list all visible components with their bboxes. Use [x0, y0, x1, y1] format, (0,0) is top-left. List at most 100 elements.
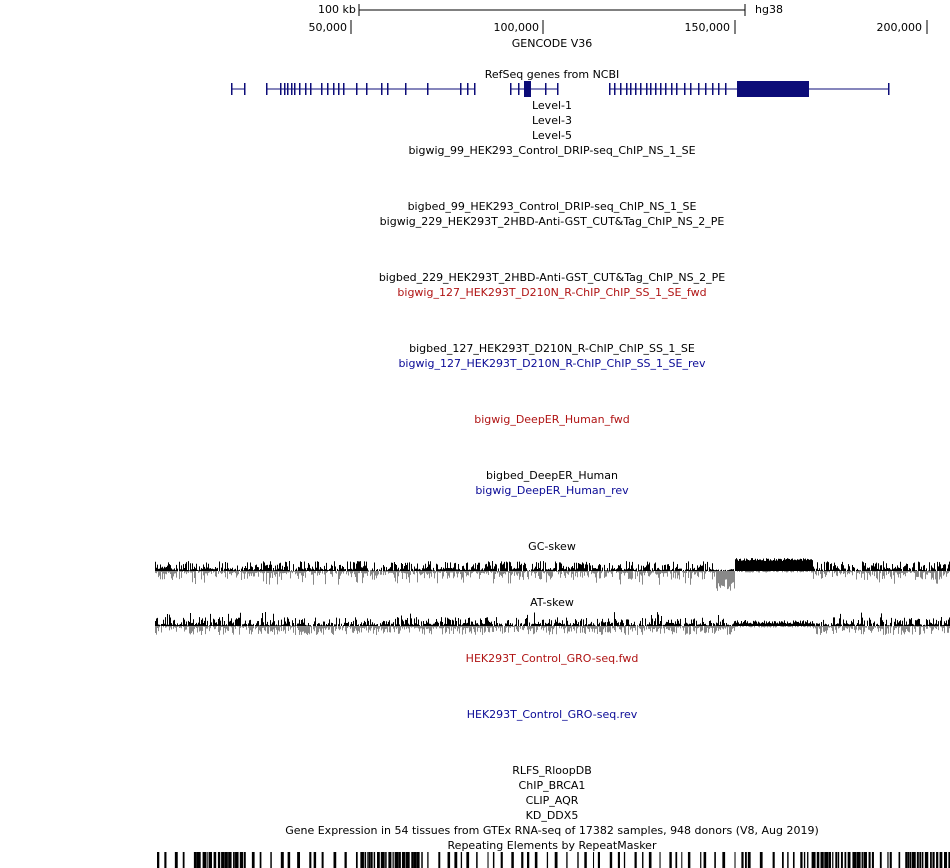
exon-mark — [614, 83, 616, 95]
track-label-gro-rev[interactable]: HEK293T_Control_GRO-seq.rev — [466, 708, 638, 721]
repeat-element — [207, 852, 209, 868]
repeat-element — [916, 852, 919, 868]
repeat-element — [554, 852, 558, 868]
track-label-gtex[interactable]: Gene Expression in 54 tissues from GTEx … — [285, 824, 819, 837]
repeat-element — [734, 852, 736, 868]
track-label-aqr[interactable]: CLIP_AQR — [525, 794, 579, 807]
exon-mark — [690, 83, 692, 95]
repeat-element — [287, 852, 291, 868]
repeat-element — [861, 852, 863, 868]
refseq-gene-track[interactable] — [0, 78, 950, 100]
ruler-coordinate: 100,000 — [493, 21, 540, 34]
exon-mark — [305, 83, 307, 95]
repeat-element — [368, 852, 370, 868]
repeat-element — [500, 852, 503, 868]
repeat-element — [297, 852, 301, 868]
exon-mark — [310, 83, 312, 95]
track-label-ddx5[interactable]: KD_DDX5 — [525, 809, 579, 822]
repeat-element — [782, 852, 784, 868]
repeat-element — [392, 852, 394, 868]
repeat-element — [871, 852, 874, 868]
track-label-at-skew[interactable]: AT-skew — [530, 596, 574, 609]
exon-mark — [333, 83, 335, 95]
repeat-element — [597, 852, 600, 868]
repeat-element — [911, 852, 916, 868]
repeat-element — [487, 852, 489, 868]
repeat-element — [868, 852, 871, 868]
exon-mark — [518, 83, 520, 95]
track-label-rchip-rev[interactable]: bigwig_127_HEK293T_D210N_R-ChIP_ChIP_SS_… — [398, 357, 706, 370]
repeat-element — [747, 852, 751, 868]
track-label-level-1[interactable]: Level-1 — [531, 99, 572, 112]
at-skew-signal[interactable] — [155, 609, 950, 645]
repeat-element — [847, 852, 851, 868]
track-label-brca1[interactable]: ChIP_BRCA1 — [518, 779, 586, 792]
repeat-element — [157, 852, 160, 868]
exon-mark — [280, 83, 282, 95]
track-label-refseq[interactable]: RefSeq genes from NCBI — [484, 68, 620, 81]
repeat-element — [700, 852, 702, 868]
exon-mark — [294, 83, 296, 95]
track-label-gencode[interactable]: GENCODE V36 — [511, 37, 593, 50]
repeat-element — [844, 852, 847, 868]
repeat-element — [413, 852, 417, 868]
track-label-drip-bigwig[interactable]: bigwig_99_HEK293_Control_DRIP-seq_ChIP_N… — [408, 144, 696, 157]
gc-skew-signal[interactable] — [155, 553, 950, 593]
track-label-deeper-fwd[interactable]: bigwig_DeepER_Human_fwd — [474, 413, 630, 426]
track-label-deeper-bigbed[interactable]: bigbed_DeepER_Human — [485, 469, 618, 482]
repeat-element — [213, 852, 217, 868]
repeat-element — [193, 852, 197, 868]
repeat-element — [367, 852, 369, 868]
repeat-element — [648, 852, 652, 868]
repeat-element — [447, 852, 451, 868]
repeat-element — [321, 852, 324, 868]
repeat-element — [405, 852, 410, 868]
repeat-element — [476, 852, 478, 868]
repeat-element — [217, 852, 221, 868]
track-label-gro-fwd[interactable]: HEK293T_Control_GRO-seq.fwd — [465, 652, 639, 665]
repeat-element — [466, 852, 470, 868]
track-label-rchip-bigbed[interactable]: bigbed_127_HEK293T_D210N_R-ChIP_ChIP_SS_… — [409, 342, 695, 355]
exon-mark — [460, 83, 462, 95]
track-label-level-3[interactable]: Level-3 — [531, 114, 572, 127]
repeatmasker-track[interactable] — [155, 852, 950, 868]
repeat-element — [394, 852, 399, 868]
exon-mark — [287, 83, 289, 95]
exon-mark — [635, 83, 637, 95]
repeat-element — [840, 852, 843, 868]
track-label-cuttag-bigbed[interactable]: bigbed_229_HEK293T_2HBD-Anti-GST_CUT&Tag… — [378, 271, 726, 284]
repeat-element — [243, 852, 246, 868]
track-label-gc-skew[interactable]: GC-skew — [528, 540, 576, 553]
repeat-element — [280, 852, 284, 868]
repeat-element — [313, 852, 317, 868]
repeat-element — [228, 852, 232, 868]
exon-mark — [266, 83, 268, 95]
repeat-element — [221, 852, 225, 868]
exon-mark — [626, 83, 628, 95]
repeat-element — [566, 852, 568, 868]
track-label-rlfs[interactable]: RLFS_RloopDB — [512, 764, 592, 777]
repeat-element — [642, 852, 644, 868]
repeat-element — [584, 852, 587, 868]
repeat-element — [411, 852, 414, 868]
repeat-element — [837, 852, 840, 868]
exon-mark — [698, 83, 700, 95]
track-label-cuttag-bigwig[interactable]: bigwig_229_HEK293T_2HBD-Anti-GST_CUT&Tag… — [379, 215, 725, 228]
repeat-element — [924, 852, 929, 868]
exon-mark — [427, 83, 429, 95]
track-label-rchip-fwd[interactable]: bigwig_127_HEK293T_D210N_R-ChIP_ChIP_SS_… — [397, 286, 707, 299]
coding-block — [737, 81, 809, 97]
repeat-element — [511, 852, 514, 868]
exon-mark — [231, 83, 233, 95]
exon-mark — [284, 83, 286, 95]
repeat-element — [807, 852, 809, 868]
repeat-element — [421, 852, 423, 868]
track-label-drip-bigbed[interactable]: bigbed_99_HEK293_Control_DRIP-seq_ChIP_N… — [407, 200, 697, 213]
track-label-level-5[interactable]: Level-5 — [531, 129, 572, 142]
repeat-element — [939, 852, 943, 868]
track-label-deeper-rev[interactable]: bigwig_DeepER_Human_rev — [475, 484, 629, 497]
scale-bar-size-label: 100 kb — [318, 3, 356, 16]
track-label-rmsk[interactable]: Repeating Elements by RepeatMasker — [447, 839, 657, 852]
exon-mark — [291, 83, 293, 95]
exon-mark — [646, 83, 648, 95]
